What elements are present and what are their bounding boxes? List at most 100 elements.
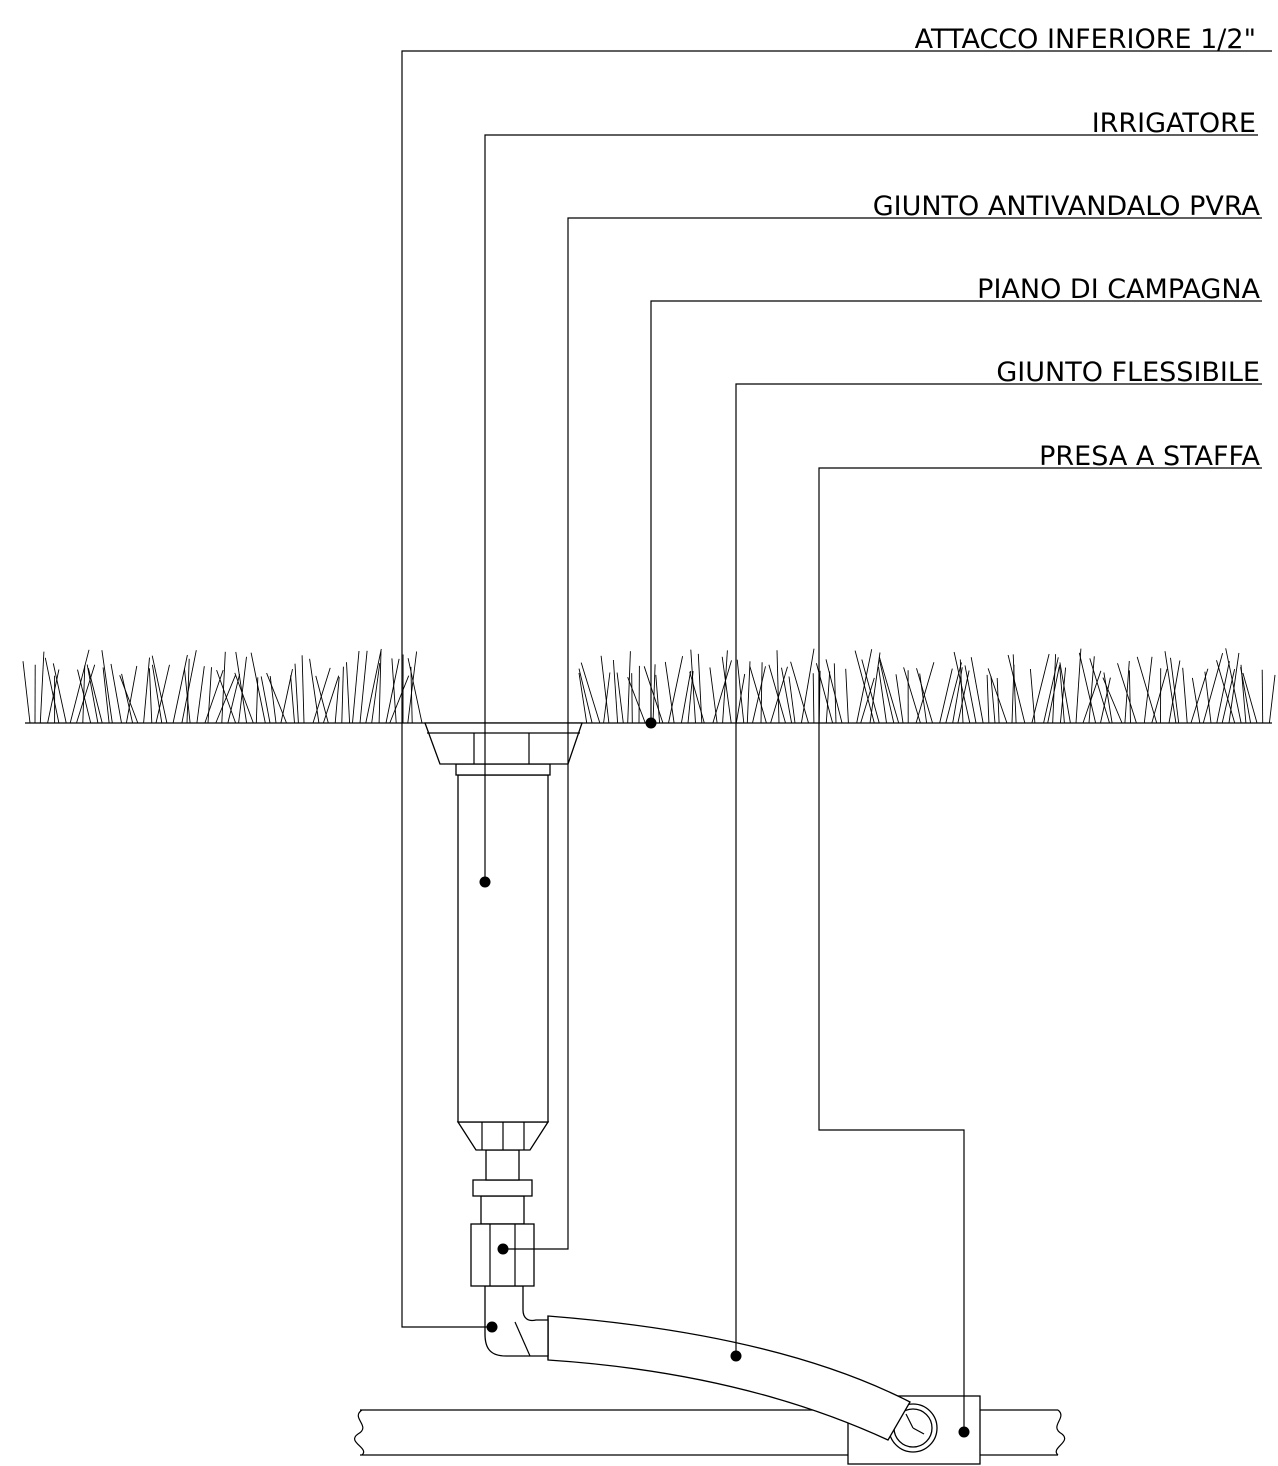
grass-blade xyxy=(612,659,619,724)
grass-blade xyxy=(845,668,849,724)
grass-blade xyxy=(334,677,340,724)
leader-giunto-flex xyxy=(735,383,1262,1356)
leader-attacco xyxy=(401,50,1272,1328)
grass-right xyxy=(578,648,1276,724)
grass-blade xyxy=(1225,648,1242,724)
grass-blade xyxy=(1031,653,1050,724)
grass-blade xyxy=(172,654,188,724)
grass-blade xyxy=(44,657,60,724)
grass-blade xyxy=(1124,660,1130,724)
grass-blade xyxy=(970,657,984,724)
grass-blade xyxy=(365,648,382,724)
grass-blade xyxy=(359,650,368,724)
grass-blade xyxy=(825,659,843,724)
grass-blade xyxy=(391,658,397,724)
grass-blade xyxy=(752,666,766,724)
grass-blade xyxy=(346,662,351,724)
grass-blade xyxy=(86,664,99,724)
grass-blade xyxy=(668,656,684,724)
grass-blade xyxy=(735,673,746,724)
grass-blade xyxy=(689,671,705,724)
grass-blade xyxy=(250,652,266,724)
grass-blade xyxy=(854,650,875,724)
leader-presa xyxy=(818,467,1262,1432)
grass-blade xyxy=(407,651,418,724)
grass-blade xyxy=(903,667,921,724)
grass-blade xyxy=(916,668,933,724)
grass-blade xyxy=(768,664,786,724)
sprinkler-body xyxy=(424,722,583,1151)
grass-blade xyxy=(860,677,875,724)
grass-blade xyxy=(1059,662,1071,724)
leader-irrigatore xyxy=(484,134,1258,882)
grass-blade xyxy=(1190,668,1209,724)
grass-blade xyxy=(878,666,887,724)
grass-blade xyxy=(1204,671,1212,724)
grass-blade xyxy=(1216,660,1236,724)
grass-blade xyxy=(643,666,664,724)
grass-blade xyxy=(1202,652,1224,724)
grass-blade xyxy=(655,674,661,724)
grass-blade xyxy=(87,667,103,724)
grass-blade xyxy=(627,651,631,724)
grass-blade xyxy=(371,663,381,724)
grass-blade xyxy=(1191,677,1201,724)
grass-blade xyxy=(812,673,815,724)
grass-blade xyxy=(825,671,831,724)
grass-blade xyxy=(52,663,67,724)
grass-blade xyxy=(315,675,329,724)
grass-blade xyxy=(294,663,299,724)
grass-blade xyxy=(1242,672,1258,724)
grass-blade xyxy=(709,667,718,724)
grass-blade xyxy=(987,668,1008,724)
grass-blade xyxy=(1164,651,1177,724)
grass-blade xyxy=(776,650,780,724)
grass-blade xyxy=(833,663,837,724)
grass-blade xyxy=(959,659,964,724)
grass-blade xyxy=(1012,654,1017,724)
grass-blade xyxy=(1059,664,1065,724)
grass-blade xyxy=(721,656,732,724)
grass-blade xyxy=(1075,648,1082,724)
grass-blade xyxy=(1182,667,1188,724)
grass-blade xyxy=(1240,667,1252,724)
grass-blade xyxy=(155,664,170,724)
grass-blade xyxy=(1128,670,1131,724)
grass-blade xyxy=(204,669,224,724)
grass-blade xyxy=(1103,672,1113,724)
grass-blade xyxy=(996,677,1000,724)
grass-blade xyxy=(578,672,588,724)
grass-blade xyxy=(221,651,226,724)
label-giunto-flex: GIUNTO FLESSIBILE xyxy=(996,357,1260,388)
grass-blade xyxy=(1088,656,1095,724)
grass-blade xyxy=(207,667,212,724)
grass-blade xyxy=(1059,667,1067,724)
grass-blade xyxy=(119,675,139,724)
grass-blade xyxy=(770,666,788,724)
grass-blade xyxy=(39,651,45,724)
dot-giunto-flex xyxy=(730,1350,742,1362)
grass-blade xyxy=(878,656,900,724)
grass-blade xyxy=(652,664,656,724)
grass-blade xyxy=(385,658,400,724)
grass-blade xyxy=(234,672,254,724)
grass-blade xyxy=(1100,677,1111,724)
grass-blade xyxy=(964,665,977,724)
grass-blade xyxy=(69,649,90,724)
grass-blade xyxy=(722,650,728,724)
grass-blade xyxy=(1102,677,1123,724)
grass-blade xyxy=(1078,652,1097,724)
grass-blade xyxy=(410,666,413,724)
grass-blade xyxy=(1007,654,1026,724)
grass-blade xyxy=(309,658,320,724)
grass-blade xyxy=(77,669,92,724)
grass-blade xyxy=(664,661,675,724)
grass-blade xyxy=(181,650,197,724)
grass-blade xyxy=(879,660,895,724)
grass-blade xyxy=(266,672,287,724)
grass-blade xyxy=(915,662,935,724)
grass-blade xyxy=(760,662,763,724)
grass-blade xyxy=(939,668,953,724)
grass-blade xyxy=(76,664,96,724)
grass-blade xyxy=(1261,669,1264,724)
